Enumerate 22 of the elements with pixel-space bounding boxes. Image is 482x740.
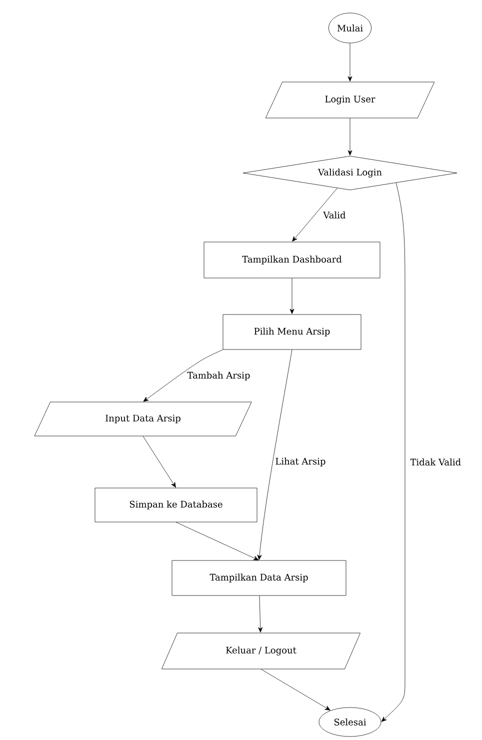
io-parallelogram: Input Data Arsip xyxy=(34,402,252,436)
process-box: Tampilkan Dashboard xyxy=(204,242,380,278)
process-box: Simpan ke Database xyxy=(94,488,258,522)
arrow xyxy=(292,188,338,242)
arrow xyxy=(348,118,352,156)
edge-label: Tidak Valid xyxy=(409,458,462,466)
arrow xyxy=(257,350,292,560)
arrow xyxy=(143,350,223,402)
arrow xyxy=(348,43,352,82)
edge-label: Valid xyxy=(322,210,347,220)
io-parallelogram: Login User xyxy=(265,82,435,118)
process-box: Tampilkan Data Arsip xyxy=(172,560,346,596)
arrow xyxy=(258,596,263,632)
arrow xyxy=(260,669,330,710)
process-box: Pilih Menu Arsip xyxy=(222,314,362,350)
arrow xyxy=(176,522,259,560)
arrow xyxy=(381,182,406,722)
arrow xyxy=(290,278,294,314)
io-parallelogram: Keluar / Logout xyxy=(162,632,360,670)
arrow xyxy=(142,436,176,488)
edge-label: Lihat Arsip xyxy=(274,456,327,468)
edge-label: Tambah Arsip xyxy=(186,370,252,382)
